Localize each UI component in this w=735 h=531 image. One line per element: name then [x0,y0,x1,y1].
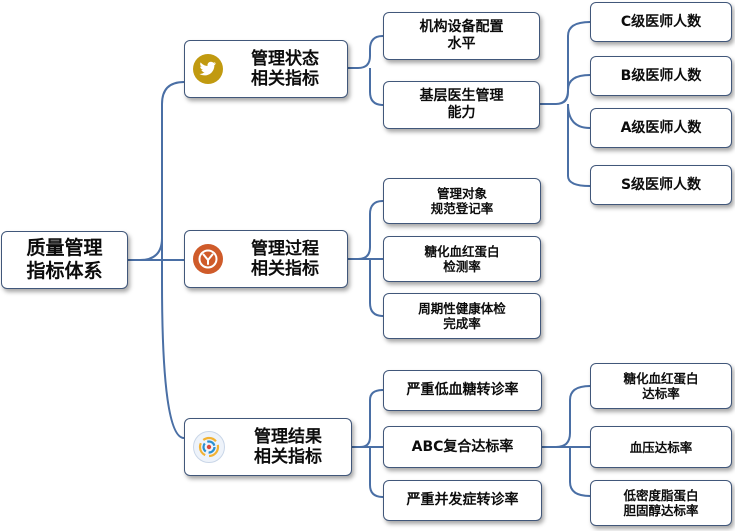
connector-root-trunk [128,81,185,439]
doctor-grade-s-label: S级医师人数 [620,176,702,193]
connector-process-branch [348,200,384,317]
doctor-grade-b-label: B级医师人数 [620,67,702,84]
connector-abc-branch [542,385,591,497]
abc-hba1c-target[interactable]: 糖化血红蛋白 达标率 [590,363,732,409]
abc-blood-pressure-target[interactable]: 血压达标率 [590,426,732,468]
category-process-node[interactable]: 管理过程 相关指标 [184,230,348,288]
connector-status-branch [348,35,384,106]
indicator-abc-composite[interactable]: ABC复合达标率 [383,426,542,468]
indicator-abc-composite-label: ABC复合达标率 [411,438,514,455]
indicator-registration-rate[interactable]: 管理对象 规范登记率 [383,178,541,224]
doctor-grade-b[interactable]: B级医师人数 [590,56,732,96]
category-result-node[interactable]: 管理结果 相关指标 [184,418,352,476]
category-result-label: 管理结果 相关指标 [254,426,322,467]
twitter-bird-icon [193,54,223,84]
indicator-hba1c-test-rate-label: 糖化血红蛋白 检测率 [424,244,500,274]
doctor-grade-c-label: C级医师人数 [620,13,702,30]
category-status-node[interactable]: 管理状态 相关指标 [184,40,348,98]
category-status-label: 管理状态 相关指标 [251,48,319,89]
indicator-doctor-ability[interactable]: 基层医生管理 能力 [383,81,540,129]
doctor-grade-a[interactable]: A级医师人数 [590,108,732,148]
indicator-checkup-completion[interactable]: 周期性健康体检 完成率 [383,293,541,339]
indicator-doctor-ability-label: 基层医生管理 能力 [419,88,504,121]
doctor-grade-a-label: A级医师人数 [620,119,702,136]
letter-y-icon [193,244,223,274]
abc-hba1c-target-label: 糖化血红蛋白 达标率 [623,371,699,401]
doctor-grade-c[interactable]: C级医师人数 [590,2,732,42]
indicator-equipment-level[interactable]: 机构设备配置 水平 [383,12,540,60]
indicator-registration-rate-label: 管理对象 规范登记率 [430,186,494,216]
letter-y-glyph [198,249,218,269]
indicator-complication-referral[interactable]: 严重并发症转诊率 [383,480,542,521]
indicator-hba1c-test-rate[interactable]: 糖化血红蛋白 检测率 [383,236,541,282]
abc-ldl-target-label: 低密度脂蛋白 胆固醇达标率 [623,488,699,518]
category-process-label: 管理过程 相关指标 [251,238,319,279]
spiral-logo-glyph [198,436,220,458]
indicator-checkup-completion-label: 周期性健康体检 完成率 [418,301,506,331]
connector-doctor-branch [540,21,591,187]
root-node[interactable]: 质量管理 指标体系 [1,231,128,289]
indicator-hypoglycemia-referral[interactable]: 严重低血糖转诊率 [383,370,542,411]
indicator-complication-referral-label: 严重并发症转诊率 [406,492,519,509]
root-node-label: 质量管理 指标体系 [26,237,103,282]
abc-ldl-target[interactable]: 低密度脂蛋白 胆固醇达标率 [590,480,732,526]
indicator-hypoglycemia-referral-label: 严重低血糖转诊率 [406,382,519,399]
indicator-equipment-level-label: 机构设备配置 水平 [419,19,504,52]
connector-result-branch [352,389,384,498]
spiral-logo-icon [193,431,225,463]
twitter-bird-glyph [199,61,216,76]
doctor-grade-s[interactable]: S级医师人数 [590,165,732,205]
abc-blood-pressure-target-label: 血压达标率 [629,439,693,455]
